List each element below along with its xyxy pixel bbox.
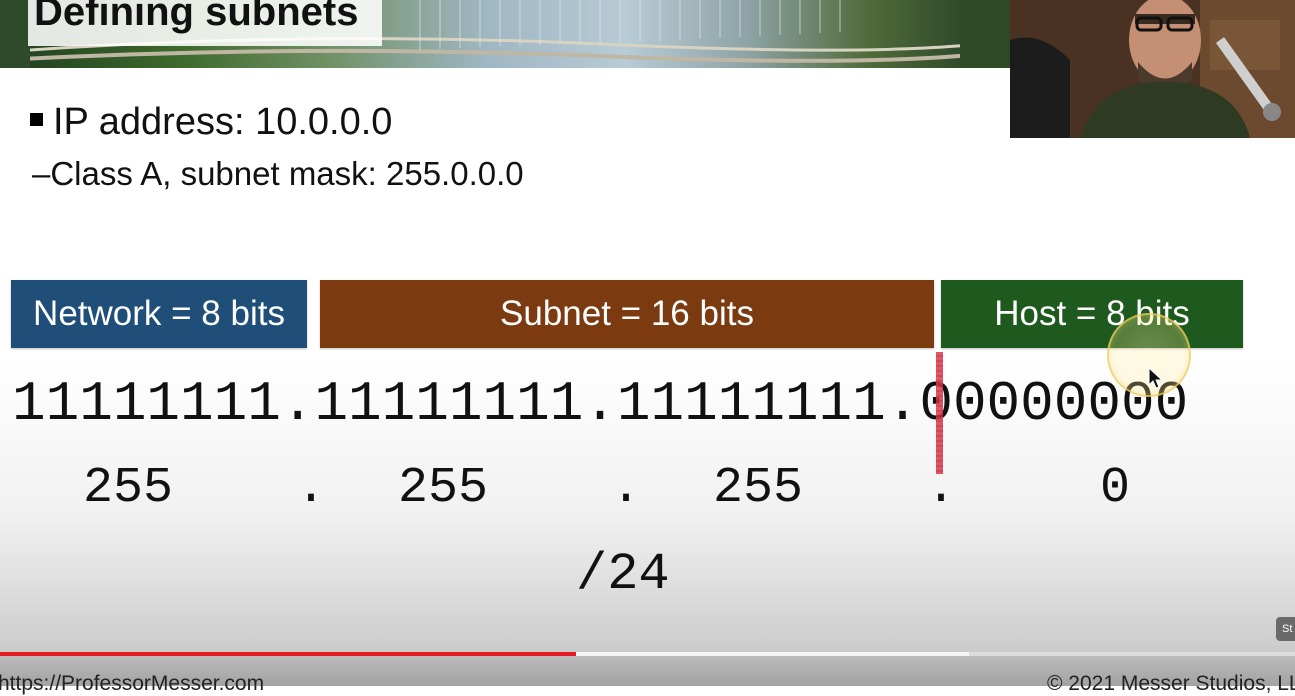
- sub-bullet-class-a: –Class A, subnet mask: 255.0.0.0: [32, 155, 524, 192]
- presenter-illustration: [1010, 0, 1295, 138]
- octet-3: 255: [713, 460, 804, 517]
- octet-2: 255: [398, 460, 489, 517]
- slide-title: Defining subnets: [34, 0, 359, 34]
- bullet-ip-address: IP address: 10.0.0.0: [30, 101, 392, 144]
- bullet-ip-text: IP address: 10.0.0.0: [53, 101, 393, 143]
- banner-image: Defining subnets: [0, 0, 1010, 68]
- video-progress-played[interactable]: [0, 652, 577, 656]
- player-side-button[interactable]: St: [1276, 617, 1295, 641]
- subnet-host-divider: [936, 352, 943, 474]
- title-background: [28, 0, 382, 46]
- cidr-notation: /24: [576, 545, 670, 604]
- footer-copyright: © 2021 Messer Studios, LLC: [1047, 672, 1295, 695]
- player-footer: [0, 656, 1295, 686]
- bridge-illustration: [0, 0, 1010, 68]
- segment-host: Host = 8 bits: [941, 280, 1243, 348]
- bullet-square-icon: [30, 113, 43, 126]
- presenter-webcam: [1010, 0, 1295, 138]
- octet-separator: .: [611, 460, 642, 517]
- octet-4: 0: [1100, 460, 1131, 517]
- octet-separator: .: [926, 460, 957, 517]
- mouse-pointer-icon: [1148, 367, 1164, 389]
- binary-mask: 11111111.11111111.11111111.00000000: [12, 372, 1189, 436]
- segment-subnet: Subnet = 16 bits: [320, 280, 934, 348]
- segment-network: Network = 8 bits: [11, 280, 307, 348]
- octet-separator: .: [296, 460, 327, 517]
- octet-1: 255: [83, 460, 174, 517]
- footer-website-link[interactable]: https://ProfessorMesser.com: [0, 672, 265, 695]
